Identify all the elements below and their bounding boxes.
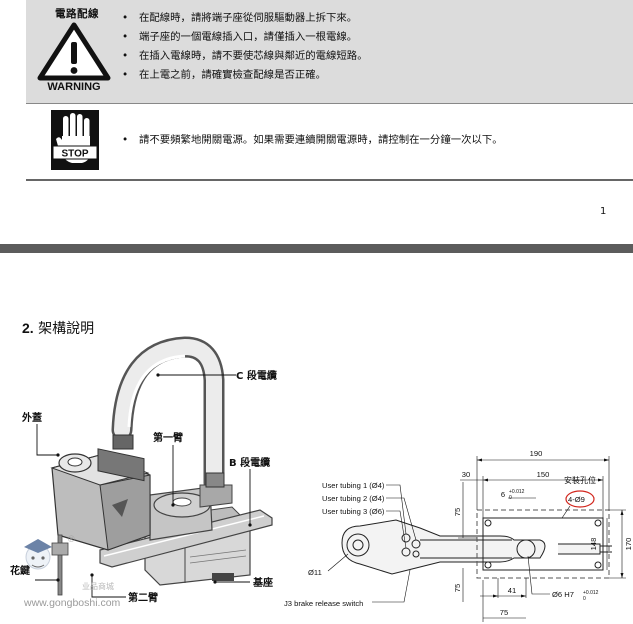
dim-tubing2: User tubing 2 (Ø4) — [322, 494, 385, 503]
label-base: 基座 — [252, 576, 273, 589]
label-b-cable: B 段電纜 — [229, 456, 270, 469]
dim-148: 148 — [589, 538, 598, 551]
dim-30: 30 — [462, 470, 470, 479]
section-number: 2. — [22, 320, 34, 336]
stop-label: STOP — [61, 149, 88, 160]
table-bottom-rule — [26, 179, 633, 181]
dim-h7: Ø6 H7 — [552, 590, 574, 599]
dim-6-tol-lower: 0 — [509, 495, 512, 501]
label-cover: 外蓋 — [21, 411, 42, 424]
mount-hole-highlight — [565, 490, 595, 508]
warning-item: 端子座的一個電線插入口，請僅插入一根電線。 — [120, 28, 368, 47]
dim-6-tol-upper: +0.012 — [509, 489, 525, 495]
warning-item: 在插入電線時，請不要使芯線與鄰近的電線短路。 — [120, 47, 368, 66]
section-heading: 2. 架構說明 — [22, 318, 94, 338]
table-divider — [26, 103, 633, 104]
warning-item: 在配線時，請將端子座從伺服驅動器上拆下來。 — [120, 9, 368, 28]
dim-mount-holes: 4-Ø9 — [568, 495, 585, 504]
warning-item: 在上電之前，請確實檢查配線是否正確。 — [120, 66, 368, 85]
stop-item: 請不要頻繁地開關電源。如果需要連續開關電源時，請控制在一分鐘一次以下。 — [120, 131, 503, 150]
watermark-subtitle: 业品商城 — [82, 582, 114, 591]
dim-75-bottom-left: 75 — [453, 584, 462, 592]
dim-170: 170 — [624, 538, 633, 551]
watermark-site: www.gongboshi.com — [24, 597, 121, 609]
label-arm1: 第一臂 — [153, 431, 183, 444]
page-number: 1 — [600, 206, 607, 217]
warning-triangle-icon — [37, 22, 111, 81]
dim-190: 190 — [530, 449, 543, 458]
dim-h7-tol-lower: 0 — [583, 596, 586, 602]
label-arm2: 第二臂 — [128, 591, 158, 604]
warning-title: 電路配線 — [55, 8, 99, 20]
dim-tubing1: User tubing 1 (Ø4) — [322, 481, 385, 490]
dim-tubing3: User tubing 3 (Ø6) — [322, 507, 385, 516]
stop-list: 請不要頻繁地開關電源。如果需要連續開關電源時，請控制在一分鐘一次以下。 — [120, 131, 503, 150]
label-c-cable: C 段電纜 — [236, 369, 277, 382]
dim-150: 150 — [537, 470, 550, 479]
dim-41: 41 — [508, 586, 516, 595]
mascot-watermark-icon: ® — [24, 534, 75, 570]
label-spline: 花鍵 — [10, 564, 30, 577]
dim-6: 6 — [501, 490, 505, 499]
stop-hand-icon: STOP — [51, 110, 99, 170]
svg-text:®: ® — [68, 534, 75, 544]
page-break-bar — [0, 244, 633, 253]
dim-dia11: Ø11 — [308, 568, 322, 577]
dim-75-left: 75 — [453, 508, 462, 516]
scara-robot-illustration: ® C 段電纜 外蓋 第一臂 B 段電纜 花鍵 第二臂 基座 — [10, 336, 277, 604]
dim-brake-switch: J3 brake release switch — [284, 599, 363, 608]
section-title: 架構說明 — [38, 321, 95, 337]
warning-label: WARNING — [47, 81, 101, 93]
dim-mount-holes-title: 安裝孔位 — [564, 475, 596, 485]
dim-h7-tol-upper: +0.012 — [583, 590, 599, 596]
dimension-drawing: User tubing 1 (Ø4) User tubing 2 (Ø4) Us… — [284, 449, 633, 622]
warning-list: 在配線時，請將端子座從伺服驅動器上拆下來。 端子座的一個電線插入口，請僅插入一根… — [120, 9, 368, 85]
dim-75-bottom: 75 — [500, 608, 508, 617]
